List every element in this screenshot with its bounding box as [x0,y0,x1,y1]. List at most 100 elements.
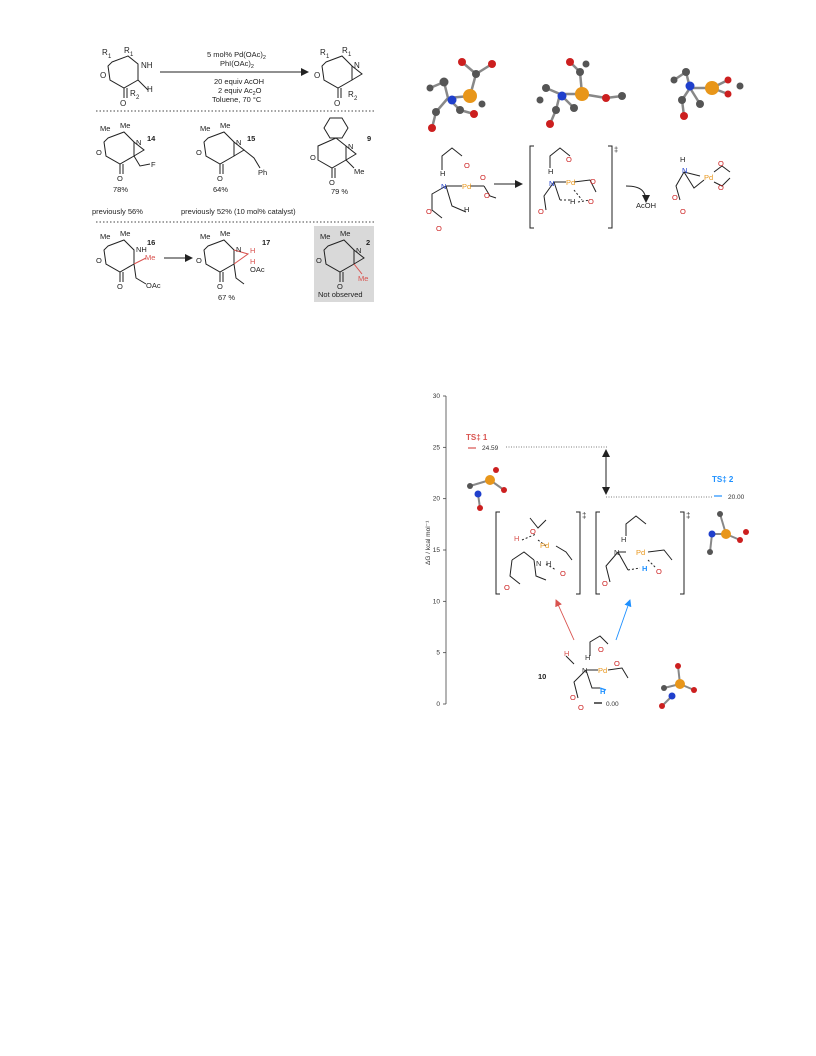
svg-text:O: O [570,693,576,702]
svg-text:O: O [588,197,594,206]
svg-text:Me: Me [220,229,230,238]
svg-text:H: H [600,687,605,696]
svg-text:O: O [96,256,102,265]
model-3 [670,68,744,120]
svg-text:Me: Me [145,253,155,262]
svg-text:O: O [464,161,470,170]
r1-label: R [102,48,108,57]
svg-text:H: H [147,85,153,94]
svg-text:O: O [602,579,608,588]
scheme-substrate-row: Me Me N 14 O O F 78% Me Me N 15 O O Ph 6… [92,117,371,216]
svg-text:O: O [718,159,724,168]
svg-text:H: H [680,155,685,164]
svg-text:O: O [117,282,123,291]
svg-text:O: O [314,71,320,80]
compound-17-id: 17 [262,238,270,247]
ts-dagger: ‡ [614,145,618,154]
svg-text:Me: Me [200,232,210,241]
svg-text:Me: Me [320,232,330,241]
svg-text:O: O [310,153,316,162]
ts2-model [707,511,749,555]
svg-text:H: H [464,205,469,214]
svg-text:Me: Me [120,121,130,130]
svg-text:N: N [354,61,360,70]
svg-text:N: N [348,142,353,151]
condition-catalyst: 5 mol% Pd(OAc)2 [207,50,266,61]
svg-text:O: O [337,282,343,291]
svg-text:1: 1 [108,54,112,60]
compound-17-yield: 67 % [218,293,235,302]
svg-text:Me: Me [340,229,350,238]
svg-text:H: H [546,559,551,568]
svg-text:O: O [436,224,442,233]
svg-text:Pd: Pd [704,173,713,182]
svg-text:O: O [196,256,202,265]
compound-14-id: 14 [147,134,156,143]
compound-15-note: previously 52% (10 mol% catalyst) [181,207,296,216]
svg-text:H: H [250,246,255,255]
svg-text:F: F [151,160,156,169]
compound-16-id: 16 [147,238,155,247]
compound-15-structure [203,131,261,174]
svg-text:O: O [504,583,510,592]
ts1-value: 24.59 [482,445,499,452]
svg-text:O: O [560,569,566,578]
svg-text:O: O [120,99,126,108]
svg-text:Me: Me [354,167,364,176]
svg-text:O: O [100,71,106,80]
svg-text:O: O [217,282,223,291]
svg-text:H: H [548,167,553,176]
compound-9-structure [317,117,357,178]
svg-text:N: N [536,559,541,568]
svg-text:Pd: Pd [540,541,549,550]
y-tick-label: 15 [433,547,441,554]
scheme-top-reaction: R 1 R 1 NH O O H R 2 5 mol% Pd(OAc)2 PhI… [100,46,363,108]
svg-text:Me: Me [100,232,110,241]
svg-text:H: H [585,653,590,662]
svg-text:O: O [217,174,223,183]
svg-text:Me: Me [120,229,130,238]
svg-text:Pd: Pd [566,178,575,187]
svg-text:2: 2 [136,95,140,101]
svg-text:N: N [136,138,141,147]
svg-text:1: 1 [130,52,134,58]
ground-value: 0.00 [606,701,619,708]
svg-text:H: H [642,564,647,573]
svg-text:O: O [426,207,432,216]
svg-text:N: N [236,138,241,147]
svg-text:O: O [484,191,490,200]
y-tick-label: 0 [436,701,440,708]
compound-2-note: Not observed [318,290,363,299]
condition-solvent: Toluene, 70 °C [212,95,262,104]
svg-text:‡: ‡ [686,511,690,520]
scheme-methyl-row: Me Me NH 16 O Me O OAc Me Me N 17 H H O … [96,226,374,302]
y-tick-label: 30 [433,393,441,400]
compound-17-structure [203,239,245,285]
svg-text:H: H [570,197,575,206]
condition-oxidant: PhI(OAc)2 [220,59,254,70]
y-tick-label: 5 [436,650,440,657]
compound-9-yield: 79 % [331,187,348,196]
ground-model [659,663,697,709]
svg-text:Pd: Pd [636,548,645,557]
svg-text:R: R [320,48,326,57]
ts1-model [467,467,507,511]
svg-text:NH: NH [136,245,147,254]
svg-text:O: O [718,183,724,192]
svg-text:OAc: OAc [250,265,265,274]
svg-text:2: 2 [354,96,358,102]
compound-2-structure [323,239,365,282]
svg-text:N: N [614,548,619,557]
svg-text:Me: Me [200,124,210,133]
svg-text:N: N [441,182,446,191]
svg-text:H: H [250,257,255,266]
svg-text:R: R [342,46,348,55]
svg-text:O: O [590,177,596,186]
svg-text:O: O [196,148,202,157]
svg-text:O: O [566,155,572,164]
y-tick-label: 20 [433,496,441,503]
compound-15-yield: 64% [213,185,228,194]
compound-10-id: 10 [538,672,546,681]
svg-text:R: R [124,46,130,55]
svg-text:O: O [680,207,686,216]
